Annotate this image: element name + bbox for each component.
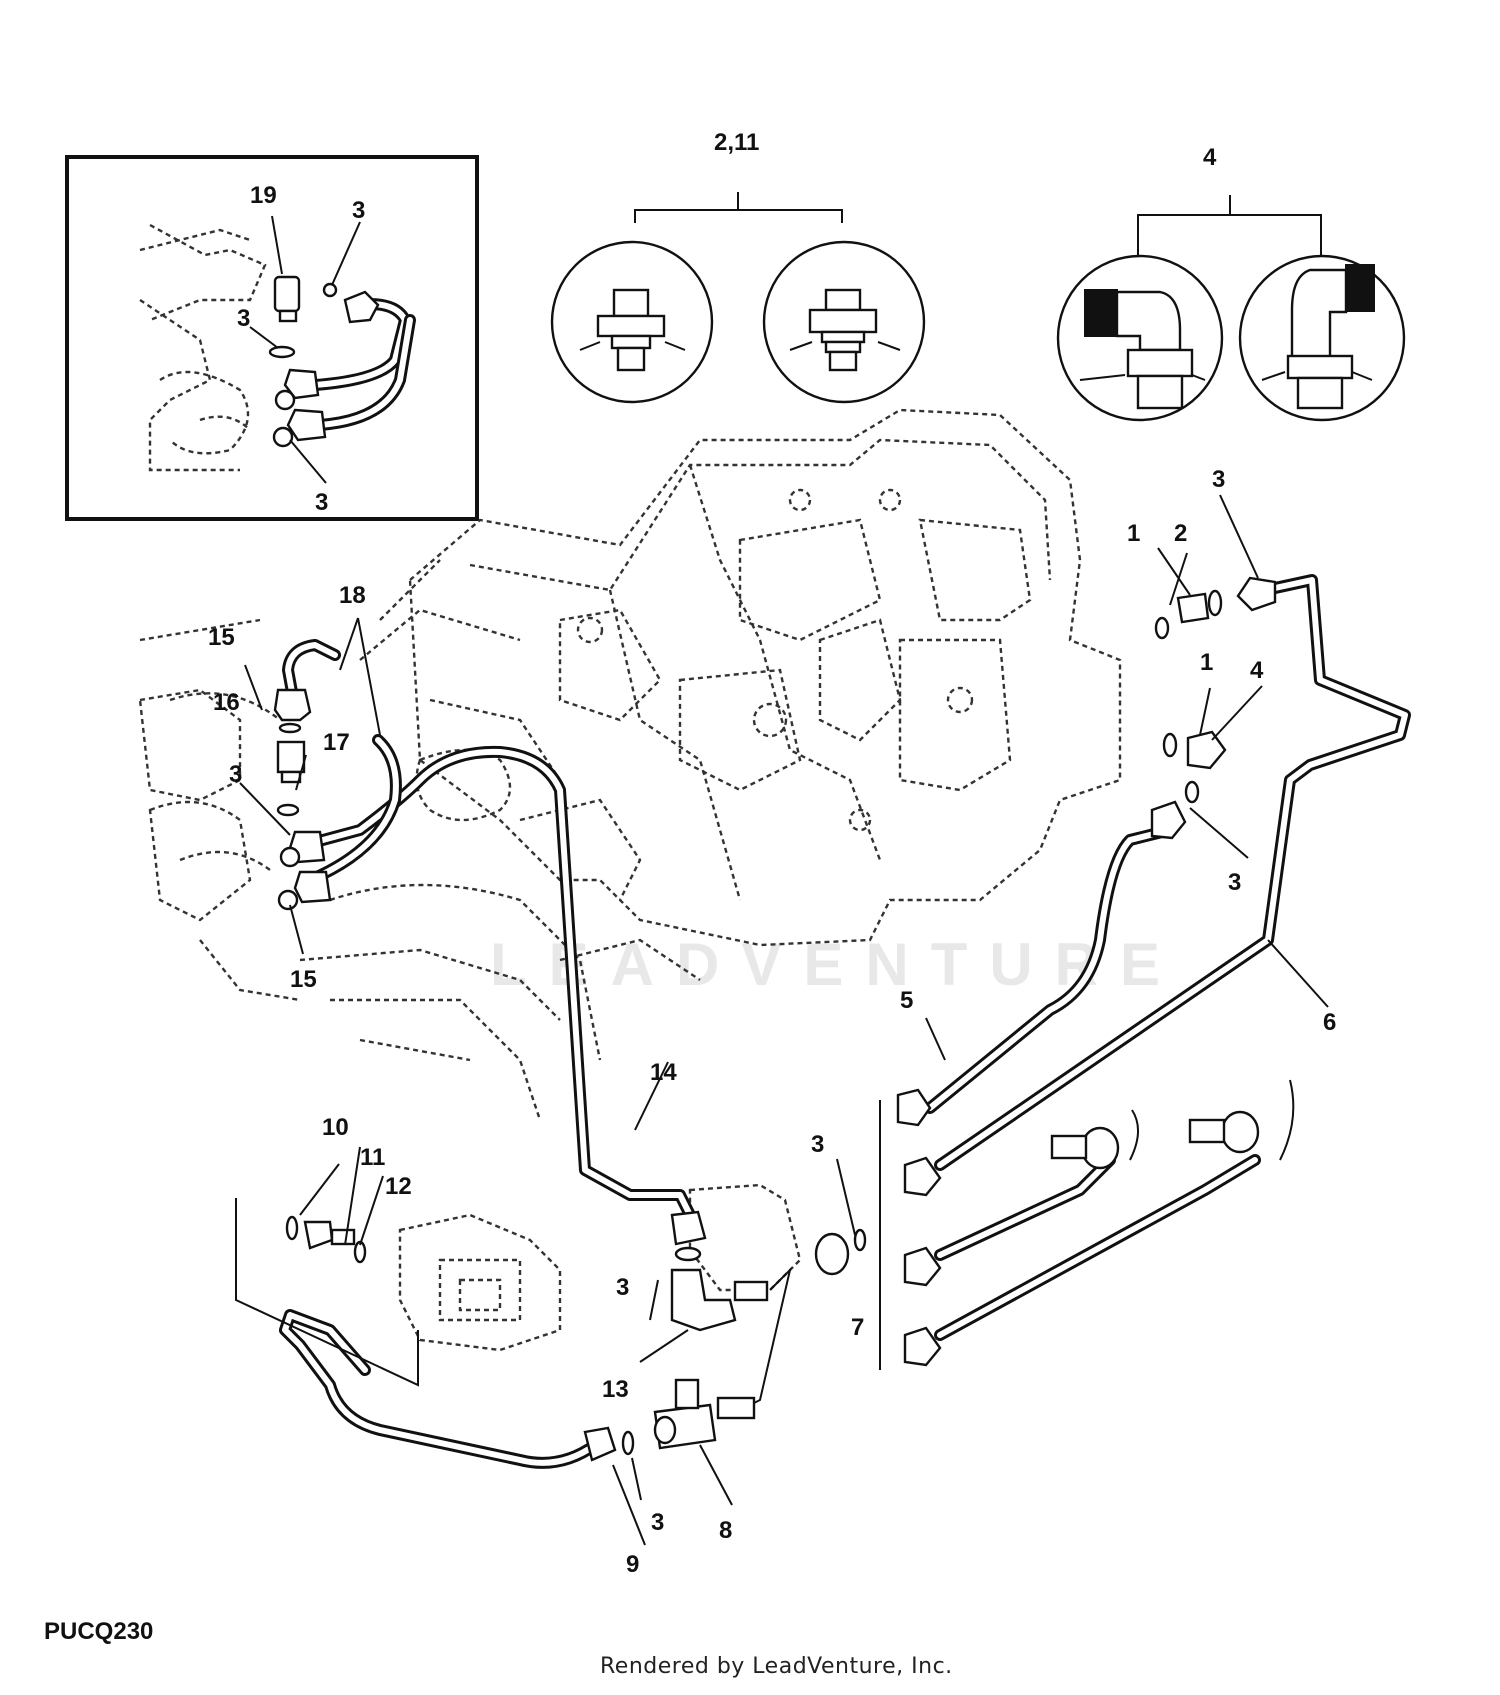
callout-17: 17: [323, 729, 350, 756]
callout-2-11: 2,11: [714, 129, 759, 156]
callout-2: 2: [1174, 520, 1187, 547]
callout-3-mid: 3: [811, 1131, 824, 1158]
callout-5: 5: [900, 987, 913, 1014]
callout-3-left: 3: [229, 761, 242, 788]
callout-10: 10: [322, 1114, 349, 1141]
callout-15-lower: 15: [290, 966, 317, 993]
valve-block: [398, 1183, 802, 1352]
callout-6: 6: [1323, 1009, 1336, 1036]
callout-1-upper: 1: [1127, 520, 1140, 547]
detail-elbow-fittings-4: [1056, 195, 1406, 422]
callout-8: 8: [719, 1517, 732, 1544]
callout-19: 19: [250, 182, 277, 209]
hydraulic-lines: [279, 574, 1411, 1469]
callout-3-bottom: 3: [651, 1509, 664, 1536]
inset-detail: [65, 155, 479, 521]
callout-1-lower: 1: [1200, 649, 1213, 676]
callout-11: 11: [360, 1144, 385, 1171]
callout-4: 4: [1250, 657, 1264, 684]
detail-fittings-2-11: [550, 192, 926, 404]
callout-3-right-top: 3: [1212, 466, 1225, 493]
transmission-housing: [359, 408, 1122, 947]
leader-lines: [239, 215, 1329, 1546]
callout-14: 14: [650, 1059, 677, 1086]
fittings: [235, 576, 1277, 1462]
callout-3-inset-a: 3: [352, 197, 365, 224]
diagram-code: PUCQ230: [44, 1618, 154, 1645]
callout-3-right: 3: [1228, 869, 1241, 896]
callout-12: 12: [385, 1173, 412, 1200]
callout-16: 16: [213, 689, 240, 716]
callout-7: 7: [851, 1314, 864, 1341]
callout-4-top: 4: [1203, 144, 1217, 171]
callout-3-center: 3: [616, 1274, 629, 1301]
callout-13: 13: [602, 1376, 629, 1403]
callout-18: 18: [339, 582, 366, 609]
callout-15-upper: 15: [208, 624, 235, 651]
callout-3-inset-b: 3: [237, 305, 250, 332]
callout-labels: 2,11 4 19 3 3 3 3 1 2 1 4 3 18 15 16 17 …: [208, 129, 1336, 1578]
render-credit: Rendered by LeadVenture, Inc.: [600, 1654, 953, 1679]
callout-3-inset-c: 3: [315, 489, 328, 516]
callout-9: 9: [626, 1551, 639, 1578]
